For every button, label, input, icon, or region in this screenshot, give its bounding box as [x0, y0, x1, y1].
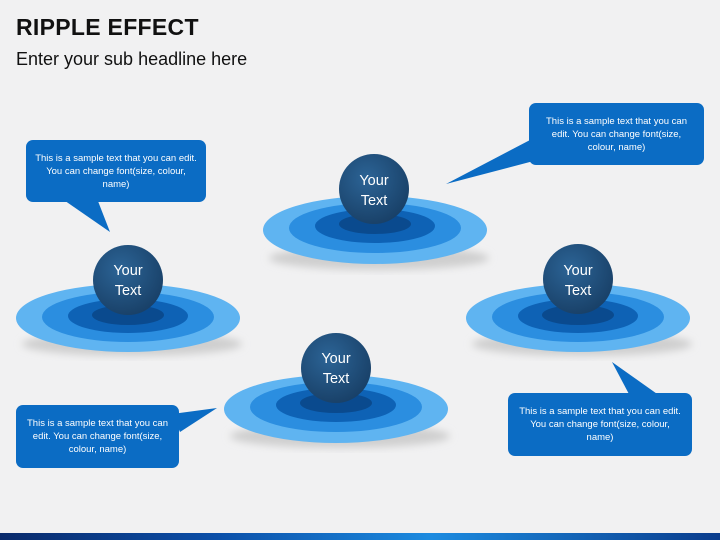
- ripple-label-line1: Your: [359, 173, 388, 189]
- ripple-ring-core: [542, 305, 614, 325]
- callout-pointer-4: [612, 362, 660, 396]
- callout-pointer-3: [172, 408, 217, 432]
- ripple-ball: [301, 333, 371, 403]
- ripple-ball: [339, 154, 409, 224]
- callout-pointer-2: [446, 140, 545, 184]
- callout-pointer-1: [58, 196, 110, 232]
- ripple-label-line2: Text: [361, 193, 388, 209]
- ripple-group-3: Your Text: [466, 244, 692, 356]
- footer-accent-bar: [0, 533, 720, 540]
- ripple-label-line2: Text: [115, 283, 142, 299]
- callout-box-2[interactable]: This is a sample text that you can edit.…: [529, 103, 704, 165]
- ripple-label-line1: Your: [113, 263, 142, 279]
- ripple-group-1: Your Text: [16, 245, 242, 356]
- ripple-ball: [543, 244, 613, 314]
- ripple-label-line2: Text: [323, 371, 350, 387]
- callout-box-1[interactable]: This is a sample text that you can edit.…: [26, 140, 206, 202]
- ripple-group-4: Your Text: [224, 333, 450, 448]
- ripple-label-line1: Your: [563, 263, 592, 279]
- page-subtitle: Enter your sub headline here: [16, 49, 248, 69]
- page-title: RIPPLE EFFECT: [16, 14, 199, 40]
- ripple-label-line1: Your: [321, 351, 350, 367]
- ripple-ball: [93, 245, 163, 315]
- callout-box-3[interactable]: This is a sample text that you can edit.…: [16, 405, 179, 468]
- ripple-label-line2: Text: [565, 283, 592, 299]
- ripple-group-2: Your Text: [263, 154, 489, 270]
- callout-box-4[interactable]: This is a sample text that you can edit.…: [508, 393, 692, 456]
